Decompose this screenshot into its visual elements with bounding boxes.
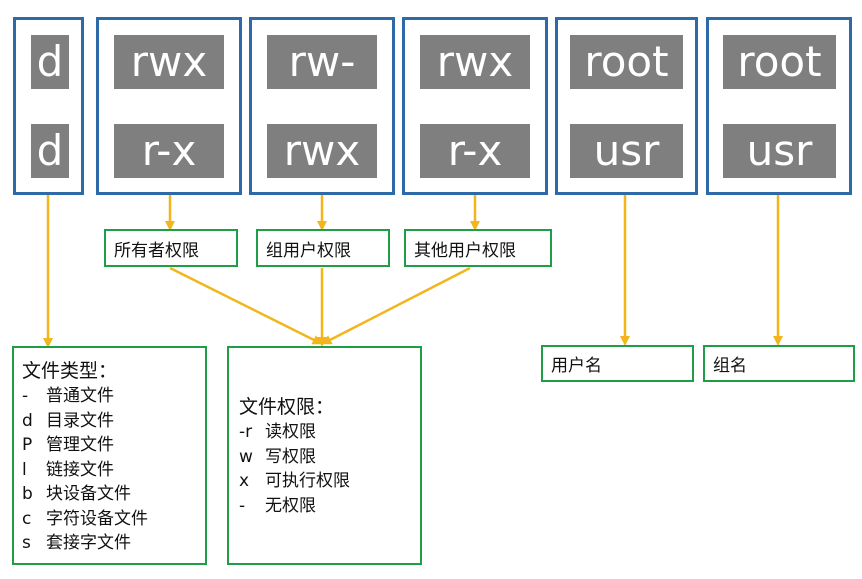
type-box: d d <box>13 17 84 195</box>
username-label: 用户名 <box>541 345 694 382</box>
file-type-title: 文件类型： <box>22 360 118 382</box>
other-bottom-tile: r-x <box>420 124 530 178</box>
group-perm-box: rw- rwx <box>249 17 395 195</box>
group-top-tile: rw- <box>267 35 377 89</box>
owner-perm-box: rwx r-x <box>96 17 242 195</box>
other-perm-box: rwx r-x <box>402 17 548 195</box>
list-item: -无权限 <box>239 495 316 516</box>
arrow-owner-to-fileperm <box>169 266 323 345</box>
other-perm-label: 其他用户权限 <box>404 229 552 267</box>
groupname-box: root usr <box>706 17 852 195</box>
user-box: root usr <box>555 17 698 195</box>
owner-perm-label: 所有者权限 <box>104 229 238 267</box>
groupname-top-tile: root <box>723 35 836 89</box>
groupname-label: 组名 <box>703 345 855 382</box>
type-top-tile: d <box>31 35 69 89</box>
user-top-tile: root <box>570 35 683 89</box>
file-perm-title: 文件权限： <box>239 396 335 418</box>
owner-bottom-tile: r-x <box>114 124 224 178</box>
other-top-tile: rwx <box>420 35 530 89</box>
groupname-bottom-tile: usr <box>723 124 836 178</box>
group-perm-label: 组用户权限 <box>256 229 390 267</box>
owner-top-tile: rwx <box>114 35 224 89</box>
list-item: -普通文件 <box>22 386 114 406</box>
arrow-other-to-fileperm <box>321 266 471 345</box>
type-bottom-tile: d <box>31 124 69 178</box>
group-bottom-tile: rwx <box>267 124 377 178</box>
user-bottom-tile: usr <box>570 124 683 178</box>
